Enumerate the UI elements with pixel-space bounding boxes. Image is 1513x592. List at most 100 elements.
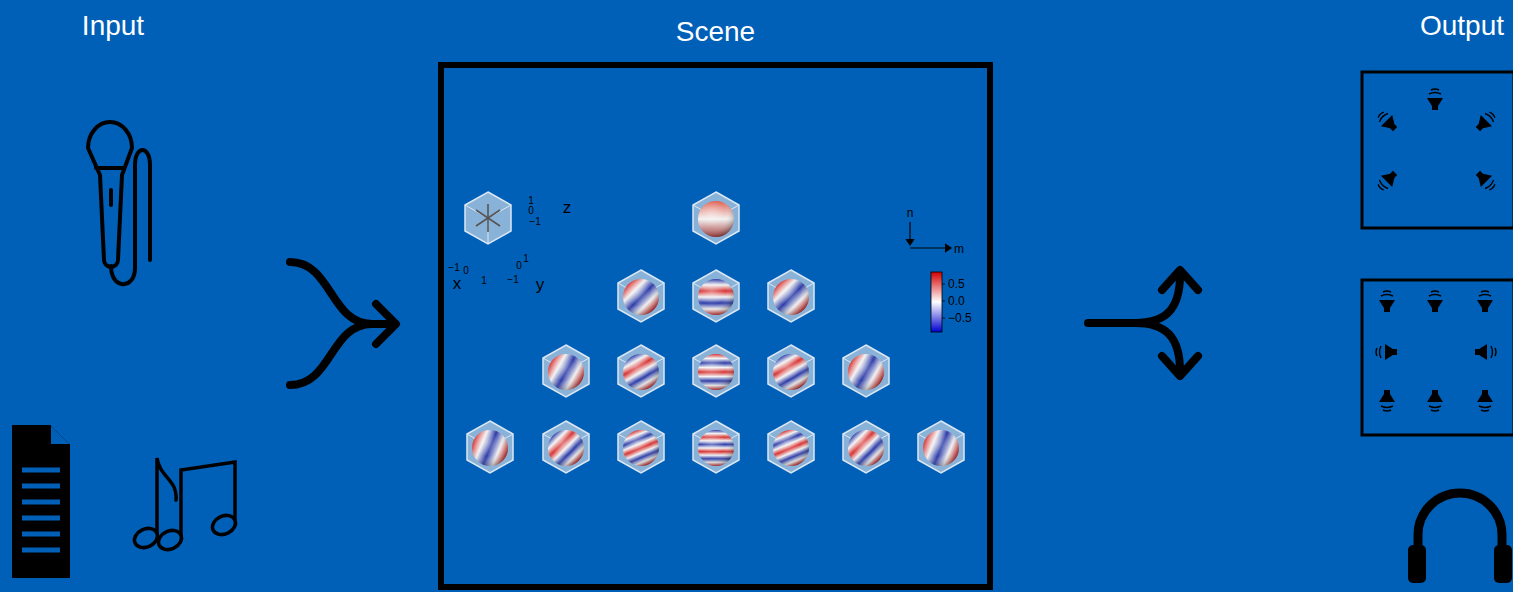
harmonic-sphere — [548, 430, 584, 466]
index-arrows — [945, 244, 951, 252]
colorbar — [942, 284, 945, 285]
harmonic-sphere — [618, 345, 664, 397]
harmonic-sphere — [698, 279, 734, 315]
harmonic-sphere — [693, 421, 739, 473]
speaker-symbol — [1485, 110, 1497, 122]
harmonic-sphere — [843, 345, 889, 397]
index-arrows — [906, 222, 951, 252]
axis-tick: 1 — [523, 254, 529, 264]
speaker-symbol — [1479, 291, 1491, 296]
harmonic-sphere — [923, 430, 959, 466]
speaker-symbol — [1375, 167, 1401, 193]
speaker-symbol — [1429, 406, 1441, 411]
split-arrow — [1162, 270, 1198, 290]
harmonic-sphere — [623, 354, 659, 390]
axis-name: z — [563, 199, 572, 216]
harmonic-sphere — [768, 421, 814, 473]
harmonic-sphere — [918, 421, 964, 473]
harmonic-sphere — [543, 421, 589, 473]
colorbar — [942, 318, 945, 319]
document-icon — [22, 532, 60, 537]
harmonic-sphere — [698, 430, 734, 466]
document-icon — [12, 425, 70, 578]
speaker-symbol — [1475, 344, 1487, 360]
merge-arrow — [376, 304, 396, 344]
harmonic-sphere — [618, 270, 664, 322]
speaker-symbol — [1381, 291, 1393, 296]
speaker-symbol — [1429, 291, 1441, 296]
speaker-symbol — [1477, 390, 1493, 411]
harmonic-sphere — [843, 345, 889, 397]
scene-box: Scene — [438, 62, 993, 590]
split-arrow — [1088, 319, 1135, 327]
axis-name: x — [453, 275, 462, 292]
harmonic-sphere — [623, 279, 659, 315]
headphones-icon — [1408, 493, 1512, 583]
harmonic-sphere — [918, 421, 964, 473]
harmonic-sphere — [548, 354, 584, 390]
colorbar-tick: 0.5 — [948, 278, 965, 290]
colorbar — [942, 284, 945, 318]
axis-tick: −1 — [507, 275, 518, 285]
axis-cube — [465, 192, 511, 244]
harmonic-sphere — [693, 192, 739, 244]
speaker-symbol — [1427, 300, 1443, 312]
speaker-symbol — [1479, 406, 1491, 411]
speaker-symbol — [1379, 291, 1395, 312]
speaker-symbol — [1485, 180, 1497, 192]
harmonic-sphere — [848, 354, 884, 390]
colorbar-tick: 0.0 — [948, 295, 965, 307]
speaker-symbol — [1376, 344, 1397, 360]
harmonic-sphere — [773, 354, 809, 390]
speaker-symbol — [1472, 109, 1498, 135]
music-icon — [157, 458, 176, 533]
speaker-symbol — [1381, 406, 1393, 411]
harmonic-sphere — [623, 430, 659, 466]
document-icon — [12, 425, 70, 578]
axis-tick: 0 — [463, 266, 469, 276]
harmonic-sphere — [618, 270, 664, 322]
speaker-symbol — [1385, 344, 1397, 360]
axis-tick: −1 — [448, 263, 459, 273]
harmonic-sphere — [472, 430, 508, 466]
harmonic-sphere — [848, 430, 884, 466]
harmonic-sphere — [773, 354, 809, 390]
microphone-icon — [96, 166, 124, 170]
speaker-symbols — [1375, 89, 1499, 411]
harmonic-sphere — [773, 430, 809, 466]
harmonic-sphere — [773, 279, 809, 315]
axis-tick: 0 — [516, 261, 522, 271]
column-heading: Output — [1420, 12, 1504, 40]
harmonic-sphere — [543, 345, 589, 397]
speaker-symbol — [1381, 115, 1401, 135]
harmonic-sphere — [472, 430, 508, 466]
harmonic-sphere — [768, 421, 814, 473]
harmonic-sphere — [768, 270, 814, 322]
axis-cube — [476, 210, 500, 226]
harmonic-sphere — [768, 270, 814, 322]
speaker-symbol — [1376, 110, 1388, 122]
microphone-icon — [111, 150, 150, 284]
speaker-symbol — [1472, 167, 1492, 187]
speaker-symbol — [1477, 291, 1493, 312]
document-icon — [22, 500, 60, 505]
speaker-symbol — [1427, 98, 1443, 110]
harmonic-sphere — [543, 421, 589, 473]
document-icon — [22, 470, 60, 550]
harmonic-sphere — [848, 354, 884, 390]
speaker-symbol — [1376, 346, 1381, 358]
index-arrows — [906, 239, 914, 245]
axis-tick: −1 — [529, 217, 540, 227]
speaker-symbol — [1376, 180, 1388, 192]
colorbar-tick: −0.5 — [948, 312, 972, 324]
document-icon — [22, 548, 60, 553]
harmonic-sphere — [773, 430, 809, 466]
harmonic-sphere — [698, 354, 734, 390]
index-label: m — [954, 243, 964, 255]
harmonic-sphere — [467, 421, 513, 473]
colorbar — [931, 272, 945, 332]
speaker-symbol — [1475, 344, 1496, 360]
speaker-panel — [1362, 72, 1513, 435]
harmonic-sphere — [698, 201, 734, 237]
